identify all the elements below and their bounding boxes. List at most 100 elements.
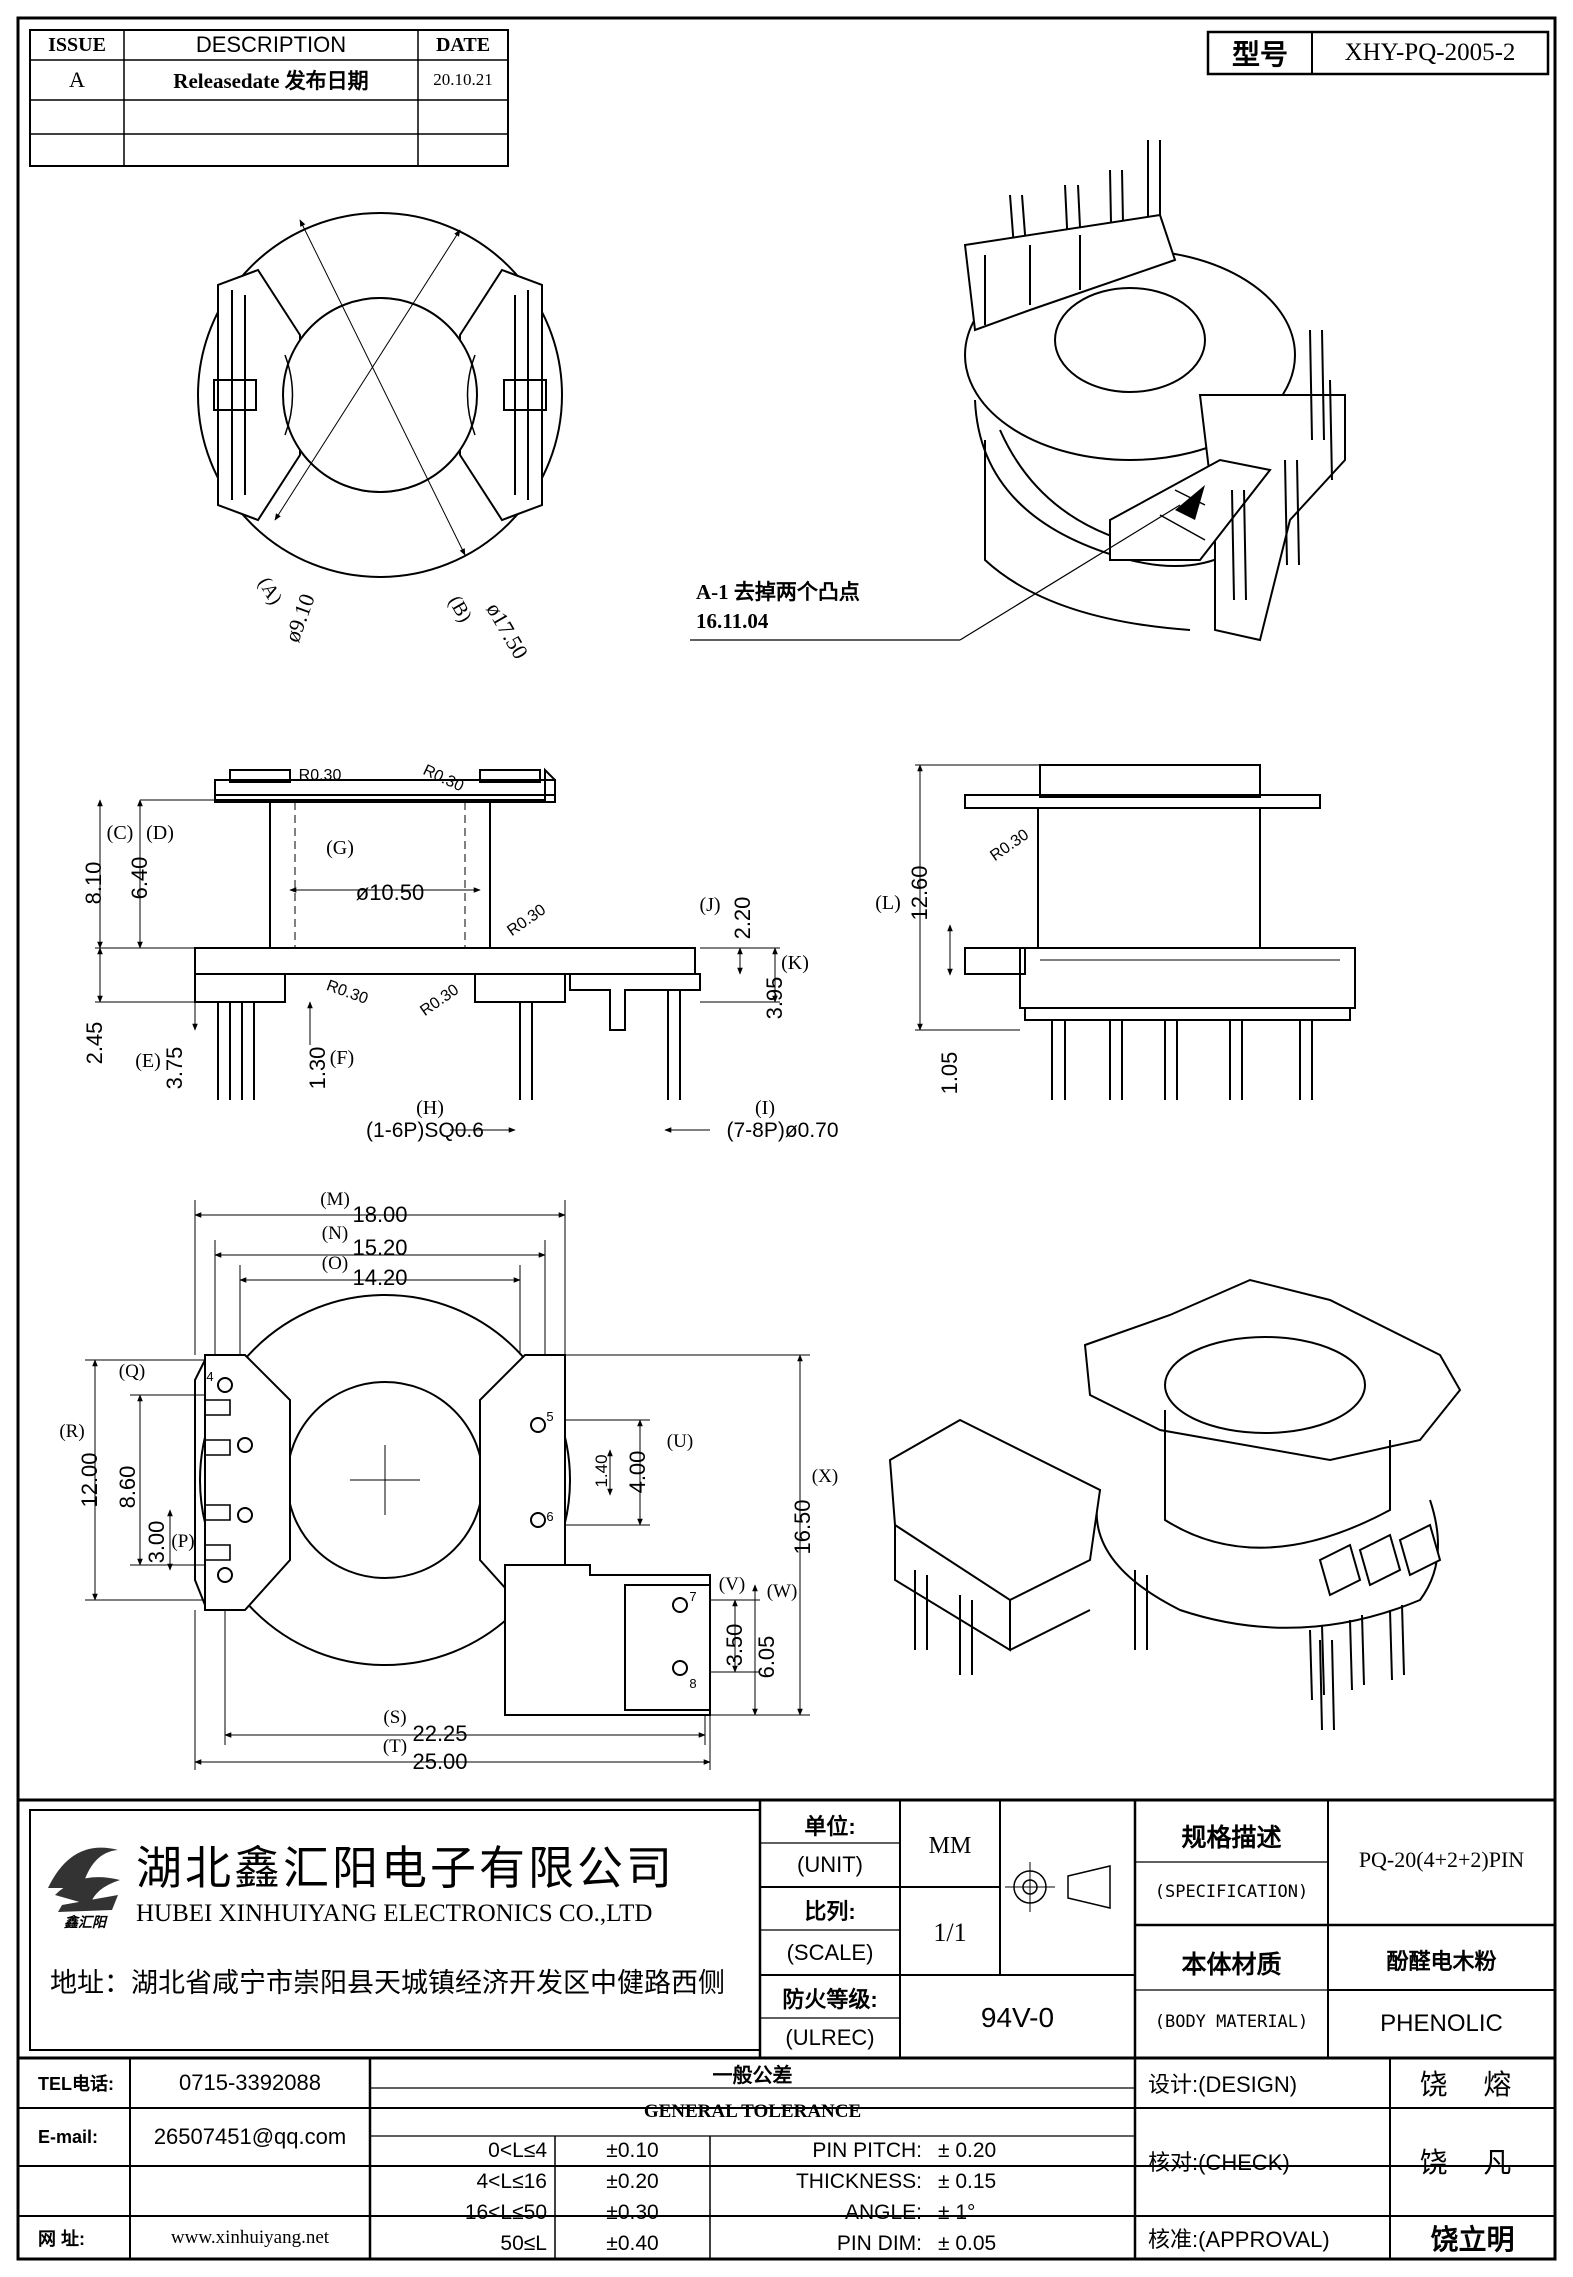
dim-m-label: (M) — [320, 1189, 350, 1210]
dim-f-label: (F) — [329, 1046, 355, 1069]
dim-245: 2.45 — [82, 1021, 107, 1065]
rev-row-2-description — [124, 100, 418, 134]
dim-o-value: 14.20 — [352, 1265, 408, 1290]
rev-header-date: DATE — [435, 33, 491, 56]
tolerance-tol: ±0.40 — [606, 2231, 659, 2255]
material-value-cn: 酚醛电木粉 — [1386, 1949, 1497, 1974]
design-name: 饶 熔 — [1419, 2069, 1526, 2100]
dim-1260: 12.60 — [907, 865, 932, 921]
dim-i-label: (I) — [755, 1096, 775, 1119]
lower-table-grid — [18, 2058, 1555, 2259]
dim-1050: ø10.50 — [355, 880, 425, 905]
web-value: www.xinhuiyang.net — [170, 2226, 330, 2248]
ul-value: 94V-0 — [980, 2002, 1055, 2033]
iso-view-bottom — [888, 1278, 1462, 1731]
spec-cn: 规格描述 — [1181, 1824, 1282, 1852]
rev-row-description: Releasedate 发布日期 — [173, 69, 369, 93]
dim-605: 6.05 — [754, 1635, 779, 1679]
model-label: 型号 — [1231, 39, 1288, 70]
tolerance-range: 16<L≤50 — [464, 2200, 547, 2224]
title-block-grid — [18, 1798, 1555, 2060]
material-en: (BODY MATERIAL) — [1154, 2012, 1309, 2032]
sheet-border — [16, 16, 1557, 2261]
tolerance-item: ANGLE: — [844, 2200, 922, 2224]
rev-row-2-date — [418, 100, 508, 134]
tolerance-item: PIN DIM: — [836, 2231, 922, 2255]
dim-220: 2.20 — [730, 896, 755, 940]
dim-n-value: 15.20 — [352, 1235, 408, 1260]
tel-value: 0715-3392088 — [179, 2070, 321, 2095]
top-view — [197, 212, 563, 578]
logo-text: 鑫汇阳 — [64, 1914, 106, 1930]
dim-400: 4.00 — [625, 1450, 650, 1494]
dim-w-label: (W) — [766, 1581, 798, 1602]
company-logo — [48, 1847, 120, 1912]
dim-105: 1.05 — [937, 1051, 962, 1095]
rev-row-date: 20.10.21 — [433, 70, 493, 89]
dim-860: 8.60 — [115, 1465, 140, 1509]
tolerance-value: ± 0.15 — [938, 2170, 997, 2194]
check-label: 核对:(CHECK) — [1148, 2150, 1290, 2175]
tel-label: TEL电话: — [38, 2074, 114, 2094]
revision-note-date: 16.11.04 — [696, 608, 769, 633]
tolerance-range: 50≤L — [500, 2231, 547, 2255]
dim-300: 3.00 — [144, 1520, 169, 1564]
dim-s-label: (S) — [383, 1707, 407, 1728]
spec-en: (SPECIFICATION) — [1154, 1882, 1309, 1902]
unit-en: (UNIT) — [797, 1852, 863, 1877]
dim-395: 3.95 — [762, 976, 787, 1020]
scale-cn: 比列: — [804, 1899, 856, 1924]
tolerance-value: ± 0.05 — [938, 2231, 997, 2255]
tolerance-title-en: GENERAL TOLERANCE — [643, 2101, 862, 2122]
pin-spec-i: (7-8P)ø0.70 — [726, 1119, 839, 1142]
pin-label-8: 8 — [689, 1675, 697, 1691]
approval-name: 饶立明 — [1430, 2223, 1515, 2255]
web-label: 网 址: — [38, 2228, 85, 2249]
tolerance-range: 4<L≤16 — [476, 2170, 547, 2194]
tolerance-range: 0<L≤4 — [488, 2139, 547, 2163]
pin-label-7: 7 — [689, 1588, 697, 1604]
dim-1650: 16.50 — [790, 1499, 815, 1555]
revision-table-grid — [29, 29, 509, 167]
rev-header-issue: ISSUE — [48, 33, 106, 56]
company-name-cn: 湖北鑫汇阳电子有限公司 — [136, 1842, 675, 1894]
tolerance-value: ± 0.20 — [938, 2139, 997, 2163]
check-name: 饶 凡 — [1419, 2147, 1526, 2178]
rev-row-3-date — [418, 134, 508, 166]
dim-j-label: (J) — [699, 893, 721, 916]
tolerance-item: PIN PITCH: — [812, 2139, 922, 2163]
dim-d-label: (D) — [146, 821, 174, 844]
dim-350: 3.50 — [722, 1623, 747, 1667]
tolerance-title-cn: 一般公差 — [712, 2064, 793, 2087]
scale-value: 1/1 — [933, 1917, 967, 1947]
tolerance-tol: ±0.30 — [606, 2200, 659, 2224]
approval-label: 核准:(APPROVAL) — [1148, 2226, 1330, 2252]
ul-en: (ULREC) — [785, 2025, 875, 2050]
tolerance-value: ± 1° — [938, 2200, 976, 2224]
dim-o-label: (O) — [321, 1253, 349, 1274]
dim-t-value: 25.00 — [412, 1749, 468, 1774]
dim-k-label: (K) — [781, 951, 809, 974]
model-box — [1206, 30, 1550, 76]
dim-h-label: (H) — [416, 1096, 444, 1119]
pin-label-6: 6 — [546, 1508, 554, 1524]
unit-cn: 单位: — [804, 1813, 856, 1839]
dim-u-label: (U) — [666, 1431, 694, 1452]
tolerance-tol: ±0.20 — [606, 2170, 659, 2194]
pin-label-5: 5 — [546, 1408, 554, 1424]
material-cn: 本体材质 — [1181, 1951, 1282, 1979]
design-label: 设计:(DESIGN) — [1148, 2072, 1298, 2097]
rev-row-3-description — [124, 134, 418, 166]
dim-n-label: (N) — [321, 1223, 349, 1244]
dim-v-label: (V) — [718, 1574, 746, 1595]
company-address: 地址：湖北省咸宁市崇阳县天城镇经济开发区中健路西侧 — [50, 1967, 725, 1998]
dim-r-value: 12.00 — [77, 1452, 102, 1508]
front-view — [915, 764, 1356, 1100]
dim-c-label: (C) — [106, 821, 134, 844]
company-name-en: HUBEI XINHUIYANG ELECTRONICS CO.,LTD — [136, 1900, 653, 1927]
rev-header-description: DESCRIPTION — [195, 32, 347, 57]
rev-row-3-issue — [30, 134, 124, 166]
bottom-view — [85, 1200, 810, 1770]
